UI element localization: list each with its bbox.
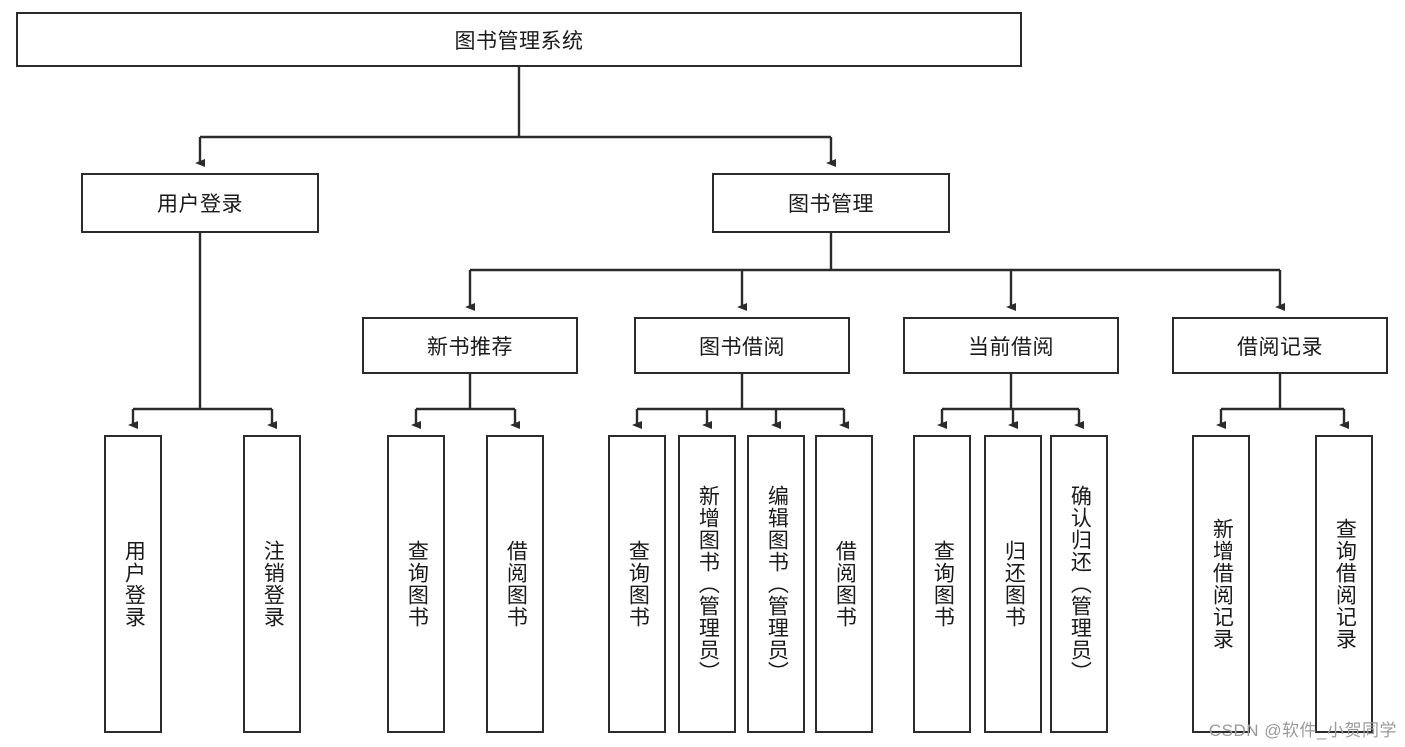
node-label-leaf-return-book: 归还图书 <box>1002 540 1026 628</box>
node-leaf-add-borrow-record[interactable]: 新增借阅记录 <box>1192 435 1250 733</box>
node-leaf-query-book-recommend[interactable]: 查询图书 <box>387 435 445 733</box>
csdn-watermark: CSDN @软件_小贺同学 <box>1208 721 1397 740</box>
node-label-leaf-query-borrow-record: 查询借阅记录 <box>1333 518 1357 650</box>
node-label-leaf-borrow-book: 借阅图书 <box>833 540 857 628</box>
node-borrow-record[interactable]: 借阅记录 <box>1172 317 1388 374</box>
node-label-user-login: 用户登录 <box>157 193 243 216</box>
node-label-book-manage: 图书管理 <box>788 193 874 216</box>
node-label-leaf-borrow-book-recommend: 借阅图书 <box>504 540 528 628</box>
node-label-borrow-record: 借阅记录 <box>1237 335 1323 359</box>
node-leaf-borrow-book[interactable]: 借阅图书 <box>815 435 873 733</box>
node-label-leaf-add-borrow-record: 新增借阅记录 <box>1210 518 1234 650</box>
node-label-leaf-edit-book-admin: 编辑图书（管理员） <box>765 485 789 683</box>
node-label-leaf-logout-login: 注销登录 <box>261 540 285 628</box>
node-label-leaf-confirm-return-admin: 确认归还（管理员） <box>1068 485 1092 683</box>
node-current-borrow[interactable]: 当前借阅 <box>903 317 1119 374</box>
node-leaf-add-book-admin[interactable]: 新增图书（管理员） <box>678 435 736 733</box>
node-leaf-return-book[interactable]: 归还图书 <box>984 435 1042 733</box>
node-label-book-borrow: 图书借阅 <box>699 335 785 359</box>
node-label-current-borrow: 当前借阅 <box>968 335 1054 359</box>
node-leaf-query-book-current[interactable]: 查询图书 <box>913 435 971 733</box>
node-leaf-borrow-book-recommend[interactable]: 借阅图书 <box>486 435 544 733</box>
node-root[interactable]: 图书管理系统 <box>16 12 1022 67</box>
node-new-book-recommend[interactable]: 新书推荐 <box>362 317 578 374</box>
node-label-new-book-recommend: 新书推荐 <box>427 335 513 359</box>
node-label-leaf-query-book-borrow: 查询图书 <box>626 540 650 628</box>
node-leaf-user-login[interactable]: 用户登录 <box>104 435 162 733</box>
node-label-leaf-query-book-recommend: 查询图书 <box>405 540 429 628</box>
node-label-leaf-add-book-admin: 新增图书（管理员） <box>696 485 720 683</box>
node-user-login[interactable]: 用户登录 <box>81 173 319 233</box>
node-leaf-query-book-borrow[interactable]: 查询图书 <box>608 435 666 733</box>
node-leaf-edit-book-admin[interactable]: 编辑图书（管理员） <box>747 435 805 733</box>
node-leaf-query-borrow-record[interactable]: 查询借阅记录 <box>1315 435 1373 733</box>
node-label-leaf-user-login: 用户登录 <box>122 540 146 628</box>
node-leaf-confirm-return-admin[interactable]: 确认归还（管理员） <box>1050 435 1108 733</box>
node-book-borrow[interactable]: 图书借阅 <box>634 317 850 374</box>
node-book-manage[interactable]: 图书管理 <box>712 173 950 233</box>
node-label-leaf-query-book-current: 查询图书 <box>931 540 955 628</box>
node-leaf-logout-login[interactable]: 注销登录 <box>243 435 301 733</box>
node-label-root: 图书管理系统 <box>454 29 584 53</box>
